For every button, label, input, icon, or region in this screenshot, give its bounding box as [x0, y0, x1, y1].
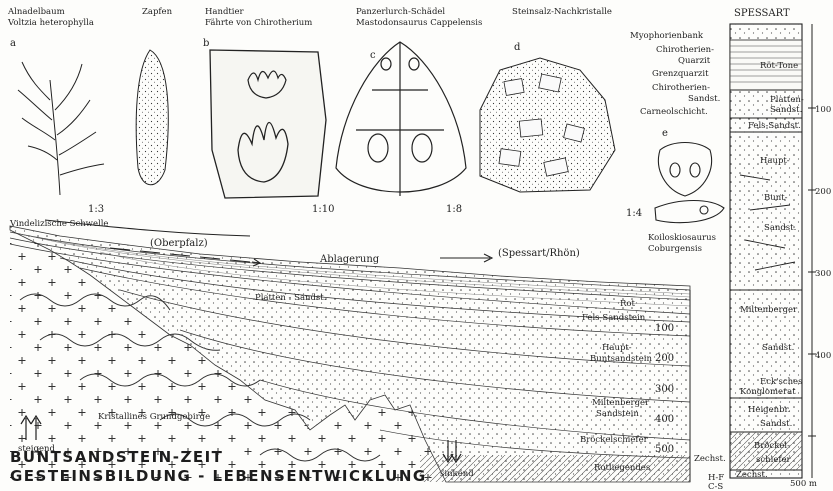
letter-b: b: [203, 38, 209, 49]
caption-voltzia-2: Voltzia heterophylla: [7, 18, 94, 28]
caption-koiloskiosaurus-2: Coburgensis: [648, 244, 702, 254]
scale-c: 1:8: [446, 204, 462, 215]
col-layer-heigenbr: Heigenbr.: [748, 405, 790, 415]
col-left-6: Sandst.: [688, 94, 720, 104]
col-layer-bunt: Bunt-: [764, 193, 788, 203]
depth-200: 200: [655, 353, 674, 364]
col-left-3: Quarzit: [678, 56, 711, 66]
layer-rotliegendes: Rotliegendes: [594, 463, 650, 473]
caption-voltzia-1: Alnadelbaum: [7, 7, 65, 17]
label-oberpfalz: (Oberpfalz): [150, 238, 208, 249]
fossil-steinsalz: [480, 58, 615, 192]
col-left-5: Chirotherien-: [652, 83, 710, 93]
fossil-mastodonsaurus: [336, 42, 466, 196]
scale-e: 1:4: [626, 208, 642, 219]
col-layer-schiefer: schiefer: [756, 455, 792, 465]
layer-miltenberger: Miltenberger: [592, 398, 650, 408]
col-layer-miltenberger-sandst: Sandst.: [762, 343, 794, 353]
letter-a: a: [10, 38, 16, 49]
letter-e: e: [662, 128, 668, 139]
col-left-7: Carneolschicht.: [640, 107, 708, 117]
depth-500: 500: [655, 444, 674, 455]
col-layer-sandst: Sandst.: [764, 223, 796, 233]
col-layer-miltenberger: Miltenberger: [740, 305, 798, 315]
col-scale-300: 300: [815, 269, 831, 279]
layer-platten-sandst: Platten - Sandst.: [255, 293, 326, 303]
letter-d: d: [514, 42, 521, 53]
caption-koiloskiosaurus-1: Koiloskiosaurus: [648, 233, 716, 243]
fossil-zapfen: [136, 50, 168, 185]
layer-broeckelschiefer: Bröckelschiefer: [580, 435, 649, 445]
fossil-voltzia: [18, 62, 104, 195]
column-heading: SPESSART: [734, 8, 790, 19]
scale-a: 1:3: [88, 204, 104, 215]
layer-zechst: Zechst.: [694, 454, 726, 464]
col-layer-zechst: Zechst.: [736, 470, 768, 480]
col-layer-roet: Röt-Tone: [760, 61, 798, 71]
col-layer-heigenbr-sandst: Sandst.: [760, 419, 792, 429]
depth-400: 400: [655, 414, 674, 425]
col-layer-ecksches: Eck'sches: [760, 377, 802, 387]
col-layer-haupt: Haupt-: [760, 156, 790, 166]
label-sinkend: sinkend: [440, 469, 474, 479]
fossil-koiloskiosaurus: [655, 143, 724, 223]
col-left-4: Grenzquarzit: [652, 69, 709, 79]
col-left-2: Chirotherien-: [656, 45, 714, 55]
layer-fels-sandstein: Fels-Sandstein: [582, 313, 646, 323]
depth-300: 300: [655, 384, 674, 395]
col-layer-fels: Fels-Sandst.: [748, 121, 801, 131]
letter-c: c: [370, 50, 376, 61]
layer-buntsandstein: Buntsandstein: [590, 354, 652, 364]
label-grundgebirge: Kristallines Grundgebirge: [98, 412, 210, 422]
col-scale-500: 500 m: [790, 479, 817, 489]
depth-100: 100: [655, 323, 674, 334]
col-scale-400: 400: [815, 351, 831, 361]
layer-haupt: Haupt-: [602, 343, 632, 353]
col-layer-platten-sandst: Sandst.: [770, 105, 802, 115]
caption-chirotherium-1: Handtier: [205, 7, 245, 17]
layer-sandstein: Sandstein: [596, 409, 639, 419]
col-scale-100: 100: [815, 105, 831, 115]
caption-zapfen: Zapfen: [142, 7, 173, 17]
fossil-chirotherium: [210, 50, 326, 198]
col-layer-broeckel: Bröckel-: [754, 441, 790, 451]
caption-mastodonsaurus-2: Mastodonsaurus Cappelensis: [356, 18, 482, 28]
caption-chirotherium-2: Fährte von Chirotherium: [205, 18, 312, 28]
scale-b: 1:10: [312, 204, 334, 215]
label-vindelizische-schwelle: Vindelizische Schwelle: [9, 219, 108, 229]
label-ablagerung: Ablagerung: [319, 254, 380, 265]
col-layer-konglomerat: Konglomerat: [740, 387, 796, 397]
col-scale-200: 200: [815, 187, 831, 197]
layer-rot: Rot: [620, 299, 636, 309]
caption-steinsalz: Steinsalz-Nachkristalle: [512, 7, 612, 17]
col-layer-platten: Platten-: [770, 95, 804, 105]
label-cs: C-S: [708, 482, 723, 491]
caption-mastodonsaurus-1: Panzerlurch-Schädel: [356, 7, 445, 17]
col-left-1: Myophorienbank: [630, 31, 704, 41]
label-spessart-rhoen: (Spessart/Rhön): [498, 248, 580, 259]
title-line-1: BUNTSANDSTEIN-ZEIT: [10, 448, 223, 466]
title-line-2: GESTEINSBILDUNG - LEBENSENTWICKLUNG: [10, 467, 427, 485]
